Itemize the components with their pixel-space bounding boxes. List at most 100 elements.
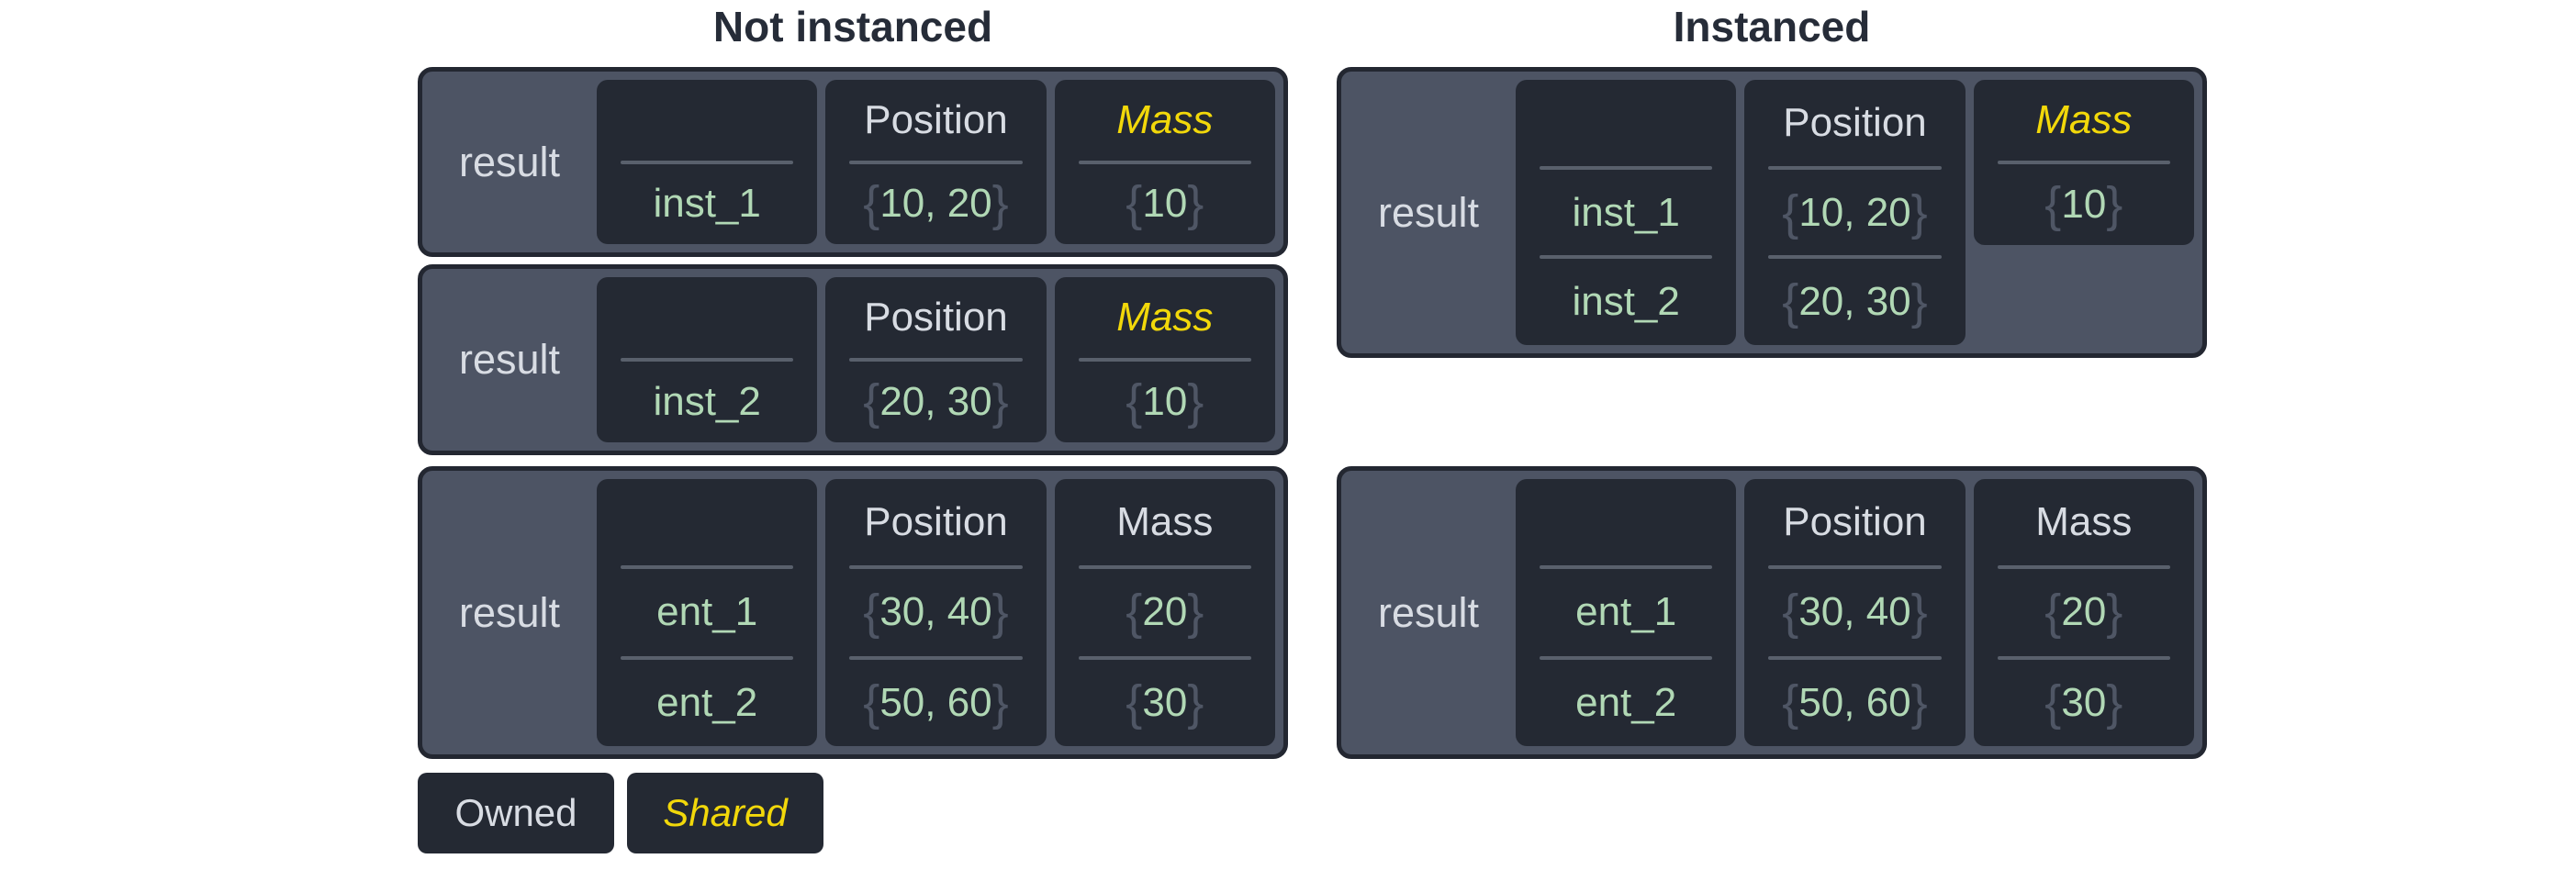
position-cell-header: Position [864,295,1008,340]
entity-cell: inst_1 inst_2 [1516,80,1737,345]
position-cell: Position {30, 40} {50, 60} [825,479,1047,746]
cell-divider [1078,160,1251,164]
result-group-entities: result ent_1 ent_2 Position {30, 40} {50… [418,466,1288,759]
mass-value: {10} [1055,362,1275,442]
brace-open: { [1126,374,1143,429]
brace-open: { [1782,675,1799,731]
position-cell-header: Position [864,499,1008,545]
entity-name-text: ent_2 [1575,679,1677,725]
position-value: {50, 60} [1744,660,1965,746]
mass-cell-header: Mass [2035,499,2133,545]
cell-divider [1768,565,1942,570]
cell-divider [1768,165,1942,170]
brace-close: } [1910,184,1928,240]
mass-cell-header: Mass [1116,499,1214,545]
brace-open: { [863,374,880,429]
brace-close: } [1910,675,1928,731]
entity-name: inst_1 [597,164,817,245]
position-cell-header: Position [864,96,1008,142]
entity-name-text: inst_1 [1572,189,1680,235]
result-label: result [458,336,561,383]
cell-divider [1997,655,2170,660]
entity-name: inst_2 [1516,259,1736,345]
mass-value: {10} [1055,164,1275,245]
brace-close: } [2106,675,2123,731]
position-value-text: 30, 40 [1798,589,1911,635]
result-group-entities: result ent_1 ent_2 Position {30, 40} {50… [1337,466,2207,759]
entity-name-text: ent_1 [1575,589,1677,635]
cell-divider [849,160,1023,164]
entity-cell: ent_1 ent_2 [597,479,818,746]
cell-divider [1540,255,1713,260]
entity-cell-header [1516,80,1736,166]
position-value: {30, 40} [825,569,1046,655]
not-instanced-column: Not instanced result inst_1 Position {10… [418,0,1288,870]
position-cell: Position {10, 20} [825,80,1047,245]
brace-close: } [2106,177,2123,232]
mass-value-text: 20 [2061,589,2107,635]
mass-cell: Mass {20} {30} [1973,479,2194,746]
brace-close: } [991,585,1009,641]
entity-cell: inst_1 [597,80,818,245]
entity-cell-header [597,80,817,161]
brace-open: { [863,176,880,232]
result-label: result [1377,588,1480,636]
entity-cell-header [1516,479,1736,565]
position-value: {30, 40} [1744,569,1965,655]
cell-divider [849,565,1023,570]
entity-cell: inst_2 [597,277,818,442]
mass-value: {10} [1974,164,2194,245]
entity-cell: ent_1 ent_2 [1516,479,1737,746]
brace-close: } [1187,374,1204,429]
entity-name: ent_2 [597,660,817,746]
cell-divider [1540,565,1713,570]
cell-divider [621,160,794,164]
mass-value-text: 10 [1142,379,1188,424]
mass-value-text: 30 [2061,679,2107,725]
brace-close: } [991,374,1009,429]
cell-divider [1078,358,1251,362]
brace-open: { [1126,585,1143,641]
brace-close: } [1187,675,1204,731]
mass-value: {20} [1055,569,1275,655]
mass-value: {30} [1055,660,1275,746]
brace-open: { [2044,585,2062,641]
mass-cell: Mass {20} {30} [1054,479,1275,746]
result-label: result [458,588,561,636]
result-group-inst2: result inst_2 Position {20, 30} Mass {10… [418,264,1288,455]
brace-close: } [1910,585,1928,641]
mass-value-text: 10 [1142,181,1188,227]
position-cell: Position {20, 30} [825,277,1047,442]
brace-open: { [1126,176,1143,232]
not-instanced-title: Not instanced [712,3,993,50]
entity-name: ent_1 [1516,569,1736,655]
cell-divider [849,358,1023,362]
mass-value-text: 20 [1142,589,1188,635]
component-cells: inst_1 inst_2 Position {10, 20} {20, 30}… [1516,72,2202,353]
entity-name-text: inst_1 [653,181,761,227]
brace-open: { [1782,585,1799,641]
cell-divider [621,565,794,570]
brace-open: { [2044,177,2062,232]
cell-divider [1768,255,1942,260]
brace-open: { [863,585,880,641]
position-cell-header: Position [1783,99,1927,145]
entity-name-text: ent_1 [656,589,758,635]
entity-name-text: inst_2 [653,379,761,424]
position-value: {10, 20} [1744,170,1965,256]
mass-value-text: 30 [1142,679,1188,725]
position-value: {20, 30} [825,362,1046,442]
brace-open: { [863,675,880,731]
position-value: {10, 20} [825,164,1046,245]
position-cell: Position {30, 40} {50, 60} [1744,479,1966,746]
component-cells: ent_1 ent_2 Position {30, 40} {50, 60} M… [597,471,1283,754]
position-cell-header: Position [1783,499,1927,545]
instanced-column: Instanced result inst_1 inst_2 Position … [1337,0,2207,870]
brace-close: } [2106,585,2123,641]
component-cells: ent_1 ent_2 Position {30, 40} {50, 60} M… [1516,471,2202,754]
brace-open: { [1782,274,1799,330]
entity-name-text: inst_2 [1572,279,1680,325]
mass-cell-shared-single: Mass {10} [1973,80,2194,245]
cell-divider [1078,565,1251,570]
mass-value: {20} [1974,569,2194,655]
